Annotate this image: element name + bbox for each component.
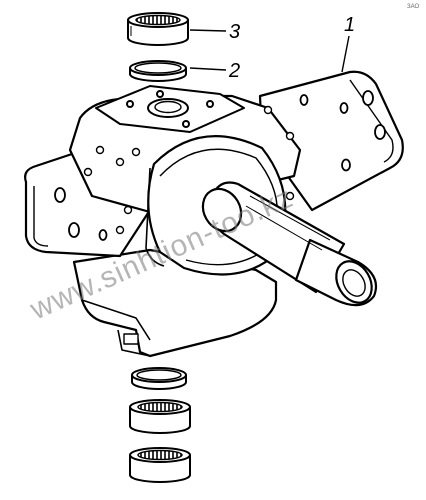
callout-1-label: 1: [344, 14, 355, 36]
left-arm-holes: [54, 187, 108, 241]
bottom-needle-bearing-1: [129, 399, 191, 434]
knuckle-lower-body: [72, 248, 278, 358]
callout-2-label: 2: [228, 60, 240, 82]
corner-mark: ЗАО: [407, 4, 419, 10]
callout-3-label: 3: [229, 21, 240, 43]
left-bolt-row: [83, 145, 141, 235]
spindle: [201, 181, 378, 307]
callout-2: 2: [189, 60, 240, 82]
bottom-needle-bearing-2: [129, 447, 191, 483]
callout-1: 1: [341, 14, 355, 73]
top-flange: [95, 85, 245, 133]
top-needle-bearing: [127, 12, 189, 46]
top-seal-ring: [129, 60, 187, 82]
steering-knuckle: [24, 70, 404, 358]
callout-3: 3: [189, 21, 240, 43]
bottom-seal-ring: [131, 367, 187, 390]
right-arm-holes: [299, 90, 386, 172]
knuckle-right-arm: [258, 70, 404, 212]
